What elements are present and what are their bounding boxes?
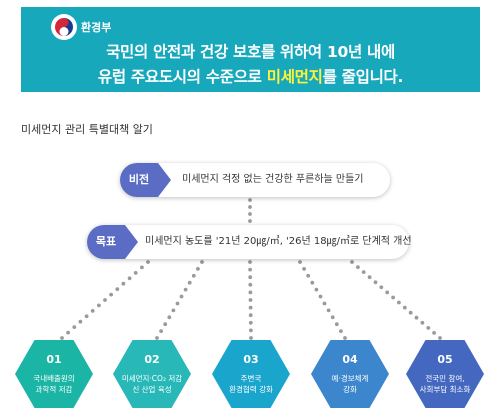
strategy-line-1: 예·경보체계 [331,374,369,383]
strategy-number: 02 [144,353,160,366]
strategy-line-1: 국내배출원의 [33,374,75,383]
taegeuk-emblem-icon [51,14,77,40]
strategy-number: 03 [243,353,259,366]
headline-line-2: 유럽 주요도시의 수준으로 미세먼지를 줄입니다. [21,65,480,87]
goal-box: 목표 미세먼지 농도를 '21년 20㎍/㎥, '26년 18㎍/㎥로 단계적 … [87,225,412,259]
ministry-logo: 환경부 [51,12,111,42]
strategy-04: 04 예·경보체계 강화 [311,340,389,408]
headline-line-1: 국민의 안전과 건강 보호를 위하여 10년 내에 [106,43,395,61]
headline-highlight: 미세먼지 [266,68,323,86]
strategy-line-2: 환경협력 강화 [229,385,273,394]
strategy-number: 04 [342,353,358,366]
headline-line-2-start: 유럽 주요도시의 수준으로 [97,68,267,86]
vision-box: 비전 미세먼지 걱정 없는 건강한 푸른하늘 만들기 [120,163,390,197]
strategy-05: 05 전국민 참여, 사회부담 최소화 [406,340,484,408]
strategy-02: 02 미세먼지·CO₂ 저감 신 산업 육성 [113,340,191,408]
strategy-line-2: 과학적 저감 [35,385,73,394]
strategy-line-2: 강화 [343,385,357,394]
section-title: 미세먼지 관리 특별대책 알기 [21,123,153,136]
vision-text: 미세먼지 걱정 없는 건강한 푸른하늘 만들기 [182,174,364,185]
strategy-line-1: 전국민 참여, [425,374,465,383]
goal-label: 목표 [87,225,138,259]
goal-text: 미세먼지 농도를 '21년 20㎍/㎥, '26년 18㎍/㎥로 단계적 개선 [145,236,412,247]
strategy-number: 01 [46,353,62,366]
ministry-name: 환경부 [81,21,112,34]
headline-line-2-end: 를 줄입니다. [322,68,404,86]
strategy-03: 03 주변국 환경협력 강화 [212,340,290,408]
header-banner: 환경부 국민의 안전과 건강 보호를 위하여 10년 내에 유럽 주요도시의 수… [21,7,480,92]
strategy-number: 05 [437,353,453,366]
strategy-01: 01 국내배출원의 과학적 저감 [15,340,93,408]
vision-label: 비전 [120,163,171,197]
strategy-line-2: 신 산업 육성 [132,385,172,394]
strategy-line-2: 사회부담 최소화 [419,385,471,394]
strategy-line-1: 미세먼지·CO₂ 저감 [121,374,183,383]
strategy-line-1: 주변국 [240,374,262,383]
